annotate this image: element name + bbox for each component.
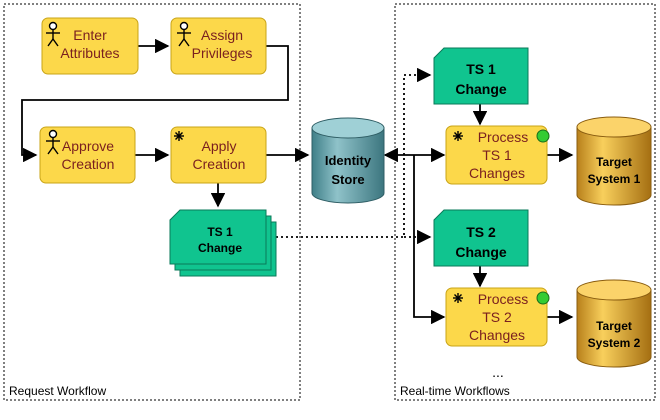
dotted-connectors — [276, 67, 432, 245]
document-label-line-1: TS 2 — [466, 224, 496, 240]
document-ts1-change[interactable]: TS 1 Change — [433, 47, 529, 105]
document-label-line-1: TS 1 — [466, 61, 496, 77]
status-light-icon — [536, 291, 550, 305]
store-label-line-2: Store — [331, 172, 364, 187]
task-label-line-2: Creation — [193, 156, 246, 172]
task-label-line-1: Process — [478, 291, 529, 307]
document-ts2-change[interactable]: TS 2 Change — [433, 209, 529, 267]
store-label-line-1: Target — [596, 319, 632, 333]
task-enter-attributes[interactable]: Enter Attributes — [41, 17, 139, 75]
task-label-line-2: Privileges — [192, 45, 253, 61]
store-label-line-2: System 2 — [588, 336, 641, 350]
status-light-icon — [536, 129, 550, 143]
task-label-line-1: Enter — [73, 27, 107, 43]
task-label-line-3: Changes — [469, 327, 525, 343]
document-label-line-2: Change — [455, 244, 507, 260]
target-system-1[interactable]: Target System 1 — [576, 116, 652, 206]
store-label-line-1: Identity — [325, 153, 372, 168]
person-icon — [46, 129, 60, 155]
connectors — [21, 38, 574, 325]
document-label-line-2: Change — [455, 81, 507, 97]
task-label-line-1: Process — [478, 129, 529, 145]
gear-icon — [453, 131, 463, 141]
person-icon — [46, 21, 60, 47]
person-icon — [177, 21, 191, 47]
task-label-line-2: Creation — [62, 156, 115, 172]
task-approve-creation[interactable]: Approve Creation — [39, 126, 136, 184]
task-label-line-1: Apply — [201, 138, 236, 154]
store-label-line-2: System 1 — [588, 172, 641, 186]
request-workflow-label: Request Workflow — [9, 384, 106, 398]
arrow-assign-to-approve — [21, 45, 289, 163]
task-process-ts1-changes[interactable]: Process TS 1 Changes — [445, 125, 550, 185]
request-workflow-frame — [3, 3, 301, 401]
store-label-line-1: Target — [596, 155, 632, 169]
task-process-ts2-changes[interactable]: Process TS 2 Changes — [445, 287, 550, 347]
document-label-line-2: Change — [198, 241, 242, 255]
task-label-line-3: Changes — [469, 165, 525, 181]
document-label-line-1: TS 1 — [207, 225, 233, 239]
gear-icon — [453, 293, 463, 303]
task-assign-privileges[interactable]: Assign Privileges — [170, 17, 267, 75]
document-stack-ts1-change[interactable]: TS 1 Change — [169, 209, 277, 277]
identity-store[interactable]: Identity Store — [311, 117, 385, 204]
realtime-workflows-frame — [394, 3, 656, 401]
task-label-line-2: Attributes — [60, 45, 119, 61]
task-apply-creation[interactable]: Apply Creation — [170, 126, 267, 184]
task-label-line-2: TS 2 — [482, 309, 512, 325]
more-workflows-ellipsis: ... — [492, 364, 504, 380]
gear-icon — [174, 131, 184, 141]
task-label-line-1: Approve — [62, 138, 114, 154]
arrow-identity-store-to-process-ts2 — [413, 155, 446, 325]
task-label-line-1: Assign — [201, 27, 243, 43]
target-system-2[interactable]: Target System 2 — [576, 279, 652, 368]
realtime-workflows-label: Real-time Workflows — [400, 384, 510, 398]
task-label-line-2: TS 1 — [482, 147, 512, 163]
